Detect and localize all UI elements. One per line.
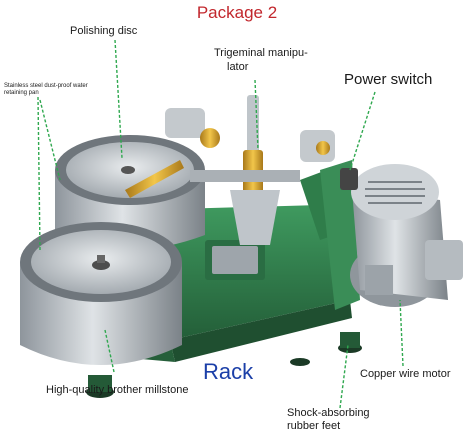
label-pan-line2: retaining pan: [4, 90, 39, 96]
package-title: Package 2: [196, 3, 278, 22]
label-power-switch: Power switch: [344, 71, 433, 88]
label-trigeminal-line2: lator: [227, 61, 249, 73]
leader-lines: [37, 39, 404, 409]
rubber-feet: [86, 332, 362, 398]
copper-wire-motor: [350, 164, 463, 307]
millstone-pan: [20, 222, 182, 365]
label-polishing-disc: Polishing disc: [70, 25, 138, 37]
trigeminal-manipulator: [125, 95, 335, 245]
label-rack: Rack: [203, 359, 254, 384]
polishing-disc-pan: [55, 135, 205, 250]
label-trigeminal-line1: Trigeminal manipu-: [214, 47, 308, 59]
power-switch: [340, 168, 358, 190]
label-motor: Copper wire motor: [360, 368, 451, 380]
label-feet-line2: rubber feet: [287, 420, 341, 432]
label-millstone: High-quality brother millstone: [46, 384, 189, 396]
label-feet-line1: Shock-absorbing: [287, 407, 370, 419]
label-pan-line1: Stainless steel dust-proof water: [4, 83, 88, 89]
